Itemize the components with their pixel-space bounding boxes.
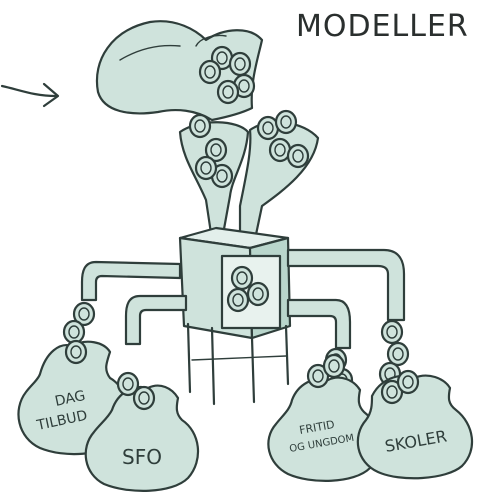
machine-box (178, 226, 292, 406)
arrow-icon (0, 82, 60, 108)
title: MODELLER (296, 9, 469, 44)
funnel-right (238, 109, 320, 246)
bag-label: SFO (122, 445, 162, 469)
funnel-left (178, 113, 250, 242)
pipes (80, 248, 406, 350)
bag-sfo: SFO (84, 371, 200, 492)
bag-fritid: FRITID OG UNGDOM (267, 353, 382, 482)
bag-label: DAG (54, 388, 87, 410)
bag-label: FRITID (298, 418, 335, 437)
bag-skoler: SKOLER (356, 369, 474, 480)
